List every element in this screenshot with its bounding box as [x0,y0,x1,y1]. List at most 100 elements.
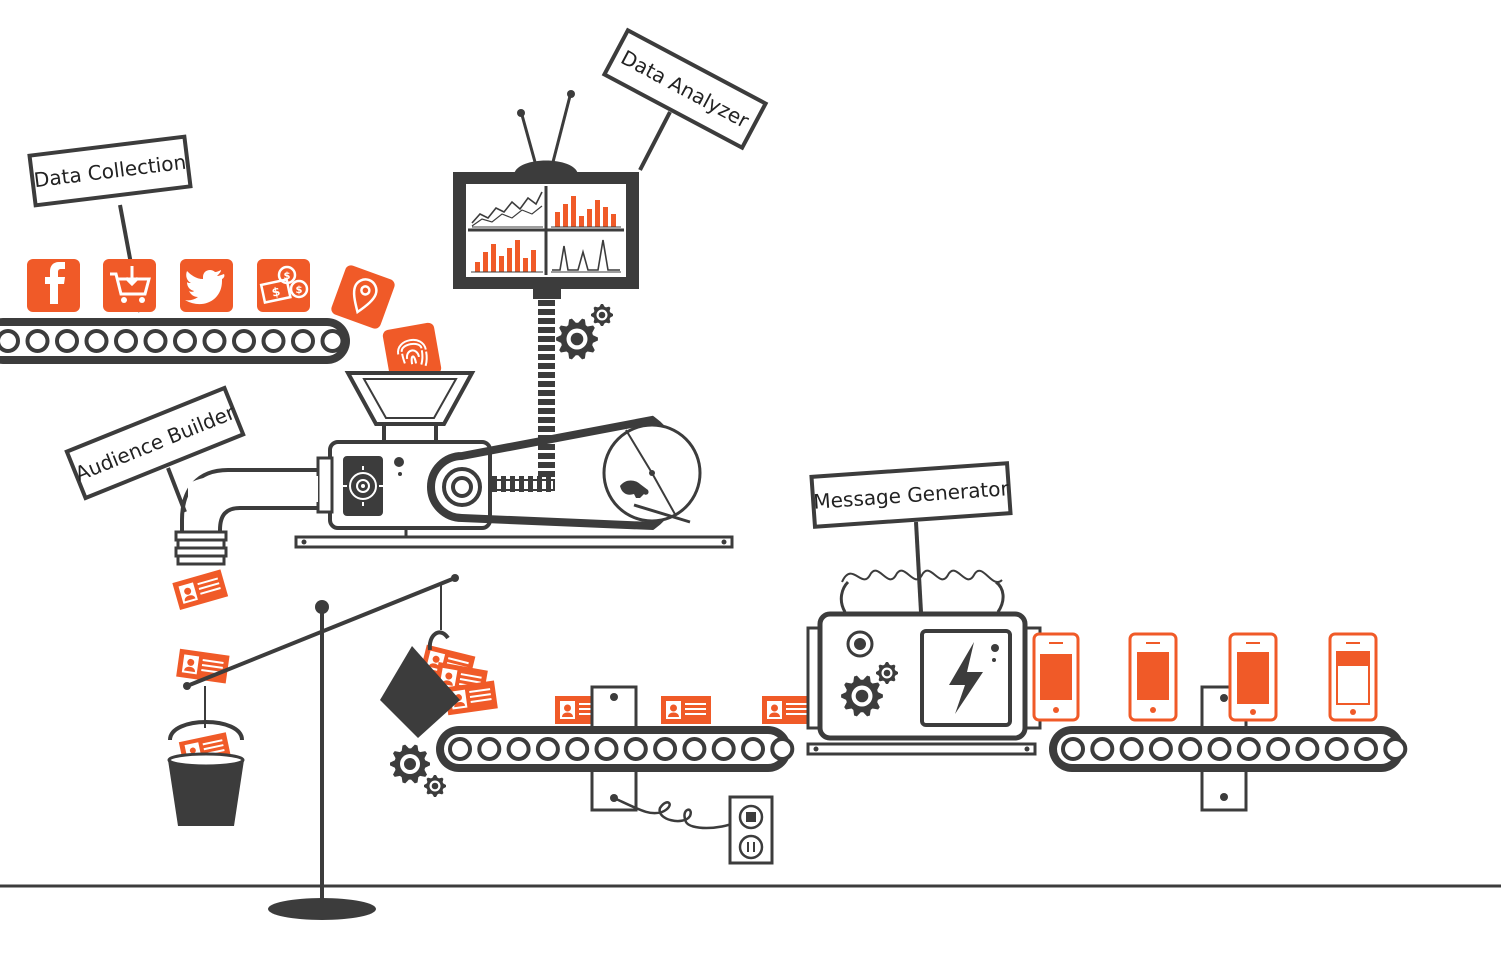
phone-conveyor [1049,685,1408,812]
gear [390,744,430,784]
chain-link [519,476,524,492]
gear [876,662,898,684]
data-analyzer-monitor [453,90,639,289]
chain-link [538,462,555,468]
conveyor-roller [1354,737,1378,761]
conveyor-rollers [0,329,345,353]
conveyor-roller [506,737,531,761]
chain-link [538,471,555,477]
gear [841,675,883,717]
conveyor-roller [682,737,707,761]
conveyor-roller [1266,737,1291,761]
chain-link [538,426,555,432]
conveyor-roller [114,329,138,353]
svg-text:$: $ [270,284,281,299]
conveyor-roller [232,329,256,353]
conveyor-roller [173,329,197,353]
conveyor-roller [594,737,619,761]
chain-link [538,300,555,306]
drive-chain [489,289,561,492]
conveyor-roller [1324,737,1349,761]
chain-link [538,318,555,324]
gear-icon [556,304,613,360]
conveyor-roller [25,329,50,353]
chain-link [538,363,555,369]
chain-link [538,408,555,414]
phone-icon [1328,632,1378,722]
chain-link [538,354,555,360]
fingerprint-icon [382,322,442,382]
conveyor-roller [653,737,678,761]
chain-link [546,476,551,492]
conveyor-roller [448,737,472,761]
profile-card-icon [661,696,711,724]
gear [556,318,598,360]
chain-link [538,417,555,423]
conveyor-roller [202,329,227,353]
line-chart-icon [471,191,543,228]
power-outlet [613,795,774,865]
lightning-icon [949,642,983,714]
shopping-cart-icon [103,259,156,312]
chain-link [538,345,555,351]
gear-icon [390,744,446,797]
balance-scale [183,574,459,920]
message-generator-sign: Message Generator [809,461,1013,613]
chain-link [538,399,555,405]
svg-text:$: $ [296,285,303,296]
message-generator-machine [806,569,1042,756]
location-pin-icon [331,265,395,329]
conveyor-roller [623,737,648,761]
data-collection-conveyor [0,318,350,364]
card-conveyor [436,685,795,812]
conveyor-roller [1207,737,1232,761]
facebook-icon [27,259,80,312]
spike-chart-icon [551,239,621,273]
chain-link [510,476,515,492]
conveyor-roller [770,737,795,761]
conveyor-roller [84,329,109,353]
chain-link [538,309,555,315]
conveyor-roller [1090,737,1115,761]
gear [591,304,613,326]
chain-link [538,336,555,342]
bucket-left [167,720,245,826]
output-pipe [174,468,318,566]
gear [424,775,446,797]
conveyor-roller [1383,737,1408,761]
svg-text:$: $ [284,271,291,282]
chain-link [538,372,555,378]
gear-icon [841,662,898,717]
chain-link [538,390,555,396]
bucket-right [380,630,460,738]
conveyor-roller [1119,737,1144,761]
twitter-icon [180,259,233,312]
chain-link [537,476,542,492]
conveyor-roller [535,737,560,761]
chain-link [528,476,533,492]
profile-card-icon [762,696,812,724]
profile-cards [172,569,812,724]
conveyor-roller [291,329,315,353]
conveyor-roller [143,329,168,353]
conveyor-roller [711,737,736,761]
bar-chart-icon [471,240,543,273]
conveyor-roller [1295,737,1320,761]
chain-link [538,327,555,333]
chain-link [538,453,555,459]
audience-builder-machine [294,371,734,549]
conveyor-roller [477,737,502,761]
profile-card-icon [172,569,229,611]
data-collection-sign: Data Collection [27,134,193,313]
phone-icon [1032,632,1080,722]
money-icon: $ $ $ [257,259,310,312]
chain-link [492,476,497,492]
phone-icon [1228,632,1278,722]
chain-link [538,444,555,450]
conveyor-roller [0,329,20,353]
conveyor-roller [1178,737,1203,761]
chain-link [501,476,506,492]
conveyor-roller [1236,737,1261,761]
